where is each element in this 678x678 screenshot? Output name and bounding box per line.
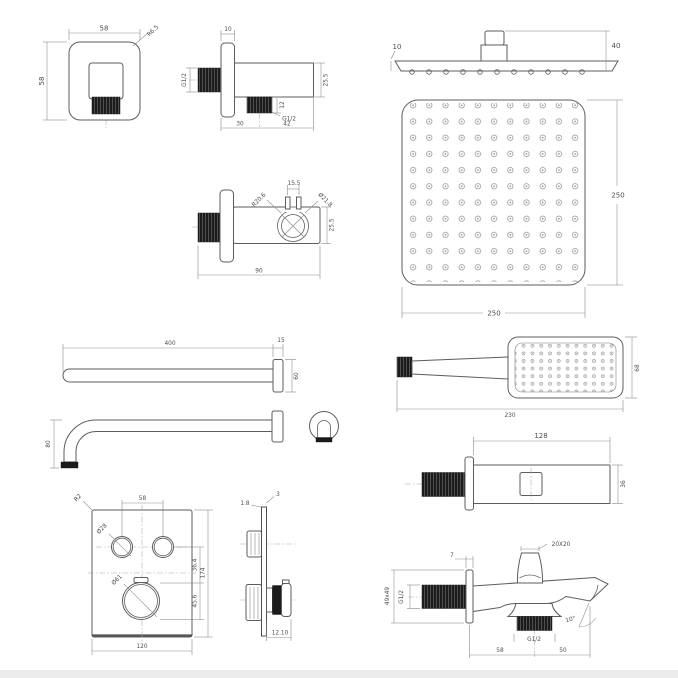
outlet-trim: [506, 603, 563, 617]
trim-plate: [261, 506, 267, 637]
dim-label: 12.10: [272, 631, 289, 637]
dim-label: 58: [496, 648, 504, 654]
drawing-valve-side: 1.8 3 12.10: [240, 492, 298, 641]
dim-label: G1/2: [527, 637, 541, 643]
dim-label: 90: [255, 269, 263, 275]
dim-label: 36.4: [193, 558, 199, 571]
head-connector: [484, 30, 505, 46]
dim-label: 128: [534, 432, 547, 440]
concealed-body-upper: [246, 530, 262, 558]
drawing-straight-arm: 400 15 60: [62, 338, 300, 393]
dim-label: 80: [46, 440, 52, 448]
dim-label: 58: [38, 77, 46, 86]
dim-label: R6.5: [146, 24, 160, 38]
dim-label: 68: [635, 364, 641, 372]
hook-tab: [296, 196, 302, 210]
diverter-knob: [516, 552, 544, 584]
page-edge-strip: [0, 670, 678, 678]
drawing-hand-shower: 230 68: [396, 336, 641, 419]
dim-label: 49x49: [385, 587, 391, 605]
hook-tab: [285, 196, 291, 210]
drawing-curved-arm: 80: [46, 410, 339, 469]
dim-label: Ø21.8: [316, 191, 334, 209]
dim-label: 20X20: [552, 542, 571, 548]
dim-label: 25.5: [324, 73, 330, 86]
dim-label: R2: [73, 493, 83, 503]
dim-label: 12: [280, 101, 286, 109]
dim-label: 174: [201, 567, 207, 578]
drawing-wall-elbow: 10 G1/2 25.5 12 G1/2 30 42: [182, 27, 330, 131]
head-connector-base: [480, 44, 508, 62]
dim-label: 58: [139, 496, 147, 502]
dim-label: 250: [487, 310, 500, 318]
dim-label: 15.5: [288, 181, 301, 187]
thread-inlet: [421, 472, 466, 497]
dim-label: 25.5: [330, 218, 336, 231]
drawing-rect-arm: 128 36: [405, 432, 627, 511]
valve-knob-right: [152, 536, 174, 558]
dim-label: 15: [277, 338, 285, 344]
drawing-head-side: 10 40: [390, 30, 621, 75]
handle: [411, 356, 509, 380]
dim-label: 50: [559, 648, 567, 654]
dim-label: 10°: [565, 616, 577, 624]
dim-label: 60: [294, 372, 300, 380]
dim-label: G1/2: [399, 590, 405, 604]
drawing-escutcheon: 58 58 R6.5: [38, 24, 160, 128]
dim-label: 7: [450, 553, 454, 559]
dim-label: 250: [611, 192, 624, 200]
handle-inlet: [396, 356, 413, 378]
dim-label: 36: [621, 480, 627, 488]
wall-flange: [465, 569, 474, 624]
dim-label: 1.8: [240, 501, 250, 507]
dim-label: 40: [612, 42, 621, 50]
dim-label: 42: [283, 122, 291, 128]
dim-label: R20.6: [251, 192, 267, 208]
dim-label: 120: [136, 644, 147, 650]
dim-label: 230: [504, 413, 515, 419]
nozzle-grid: [404, 103, 583, 282]
knob-cap: [281, 583, 292, 617]
thread-inlet: [91, 96, 121, 115]
thread-inlet: [197, 212, 221, 243]
spray-face: [514, 342, 617, 393]
dim-label: 58: [100, 25, 109, 33]
dim-label: 30: [236, 122, 244, 128]
drawing-spout: 20X20 7 49x49 G1/2 G1/2 10° 58 50: [385, 542, 609, 659]
dim-label: 10: [393, 43, 402, 51]
nozzle-bumps: [409, 69, 585, 75]
arm-tip: [60, 461, 79, 469]
dim-label: 10: [224, 27, 232, 33]
arm-end-view: [309, 411, 339, 441]
wall-flange: [271, 410, 284, 443]
drawing-holder: 15.5 R20.6 Ø21.8 25.5 90: [192, 181, 336, 279]
dim-label: 45.6: [193, 594, 199, 607]
wall-flange: [464, 456, 474, 511]
drawing-valve-front: Ø28 Ø61 R2 58 36.4 45.6 174 120: [73, 493, 213, 655]
dim-label: G1/2: [182, 73, 188, 87]
knob-grip: [272, 585, 282, 615]
thread-inlet: [197, 67, 222, 93]
thread-outlet: [516, 616, 553, 631]
drawing-head-front: 250 250: [401, 99, 625, 318]
thread-inlet: [421, 584, 467, 609]
dim-label: G1/2: [282, 117, 296, 123]
dim-label: 3: [276, 492, 280, 498]
dim-label: 400: [164, 341, 175, 347]
thread-outlet: [246, 96, 273, 114]
